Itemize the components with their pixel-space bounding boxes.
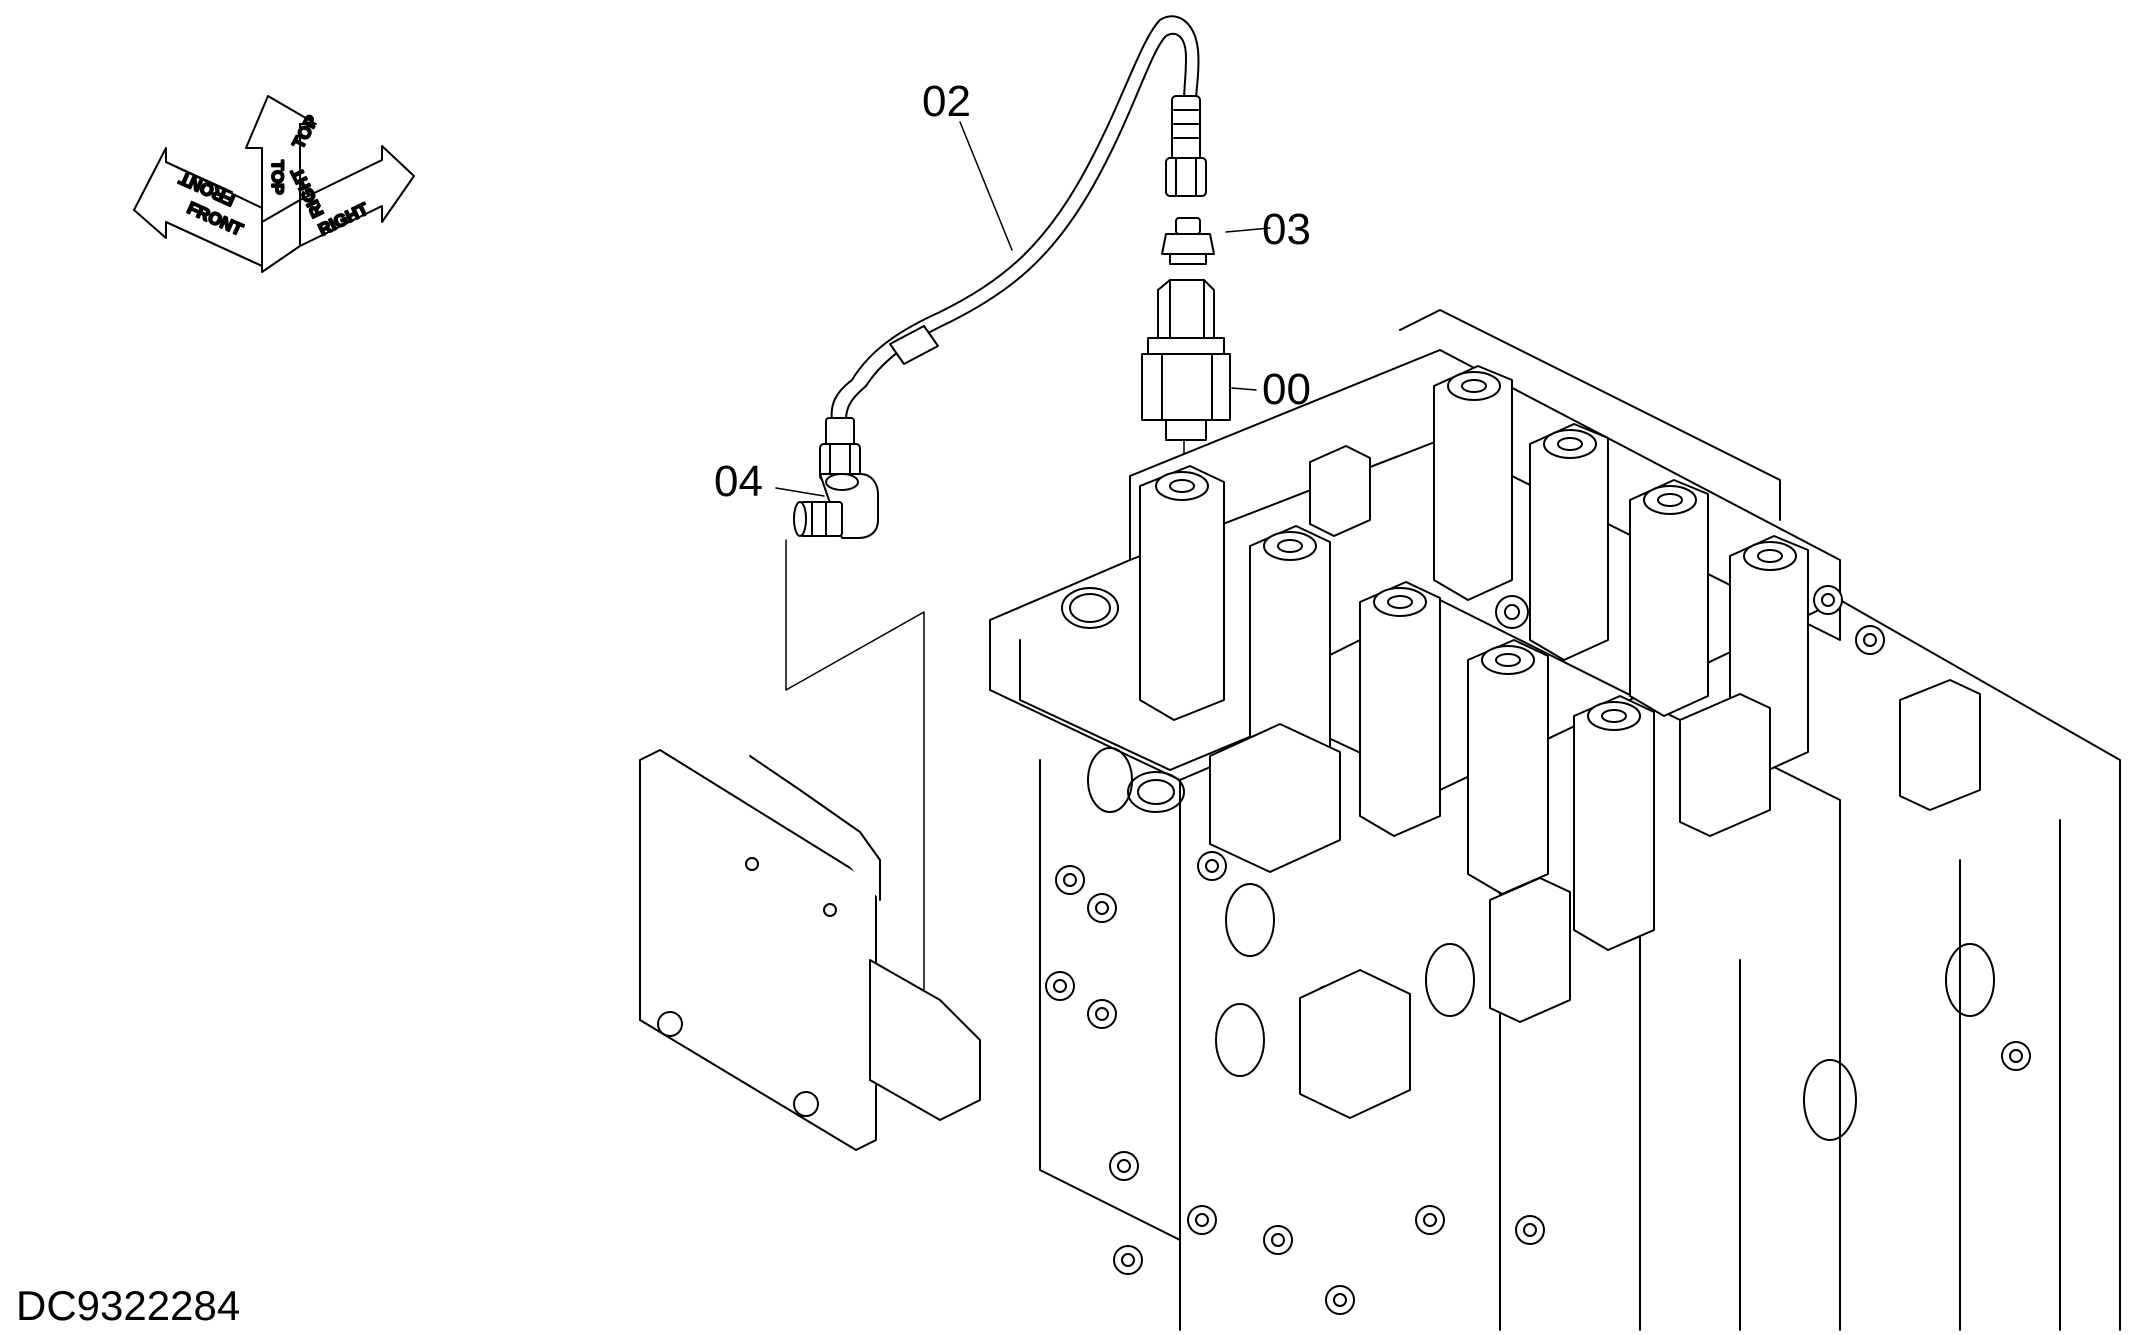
leader-04 [776, 488, 824, 496]
solenoid-units [1210, 446, 1980, 1118]
control-valve-block [640, 310, 2120, 1330]
orient-label-top: TOP [268, 160, 287, 195]
callout-03: 03 [1262, 205, 1311, 254]
leader-00 [1232, 388, 1256, 390]
callout-04: 04 [714, 457, 763, 506]
side-cover-plate [640, 750, 980, 1150]
drawing-number: DC9322284 [16, 1282, 240, 1329]
leader-lines [776, 122, 1270, 496]
ports [1062, 588, 1994, 1140]
elbow-fitting [786, 474, 924, 1010]
connector-fitting [1162, 218, 1214, 264]
spool-caps [1140, 366, 1808, 950]
hose-assembly [820, 16, 1206, 480]
leader-03 [1226, 228, 1270, 232]
callout-02: 02 [922, 77, 971, 126]
callout-00: 00 [1262, 365, 1311, 414]
leader-02 [960, 122, 1012, 250]
orientation-marker: TOP TOP FRONT FRONT RIGHT RIGHT [134, 96, 414, 272]
